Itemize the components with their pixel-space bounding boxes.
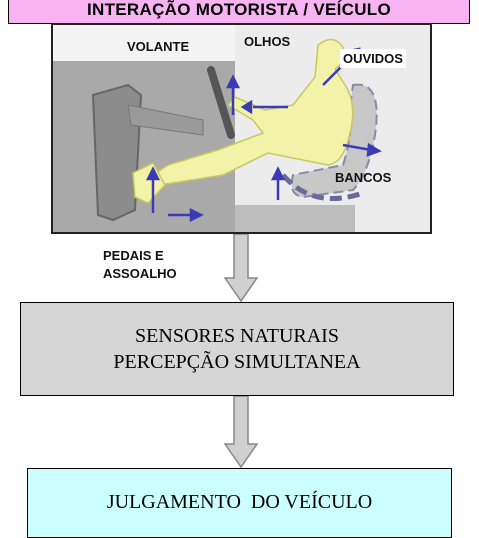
driver-vehicle-illustration: VOLANTE OLHOS OUVIDOS BANCOS bbox=[51, 23, 432, 234]
dashboard-frame bbox=[91, 83, 143, 222]
pedals-floor-label: PEDAIS E ASSOALHO bbox=[103, 247, 177, 283]
steering-column bbox=[127, 104, 204, 136]
sensors-line1: SENSORES NATURAIS bbox=[135, 325, 339, 347]
label-volante: VOLANTE bbox=[127, 39, 190, 54]
down-arrow-1 bbox=[224, 234, 258, 302]
label-olhos: OLHOS bbox=[244, 34, 291, 49]
floor bbox=[235, 205, 355, 232]
label-ouvidos: OUVIDOS bbox=[340, 49, 406, 68]
seat-cushion-outline bbox=[281, 173, 364, 202]
label-bancos: BANCOS bbox=[335, 170, 392, 185]
judgement-line1: JULGAMENTO DO VEÍCULO bbox=[106, 491, 373, 513]
steering-wheel bbox=[207, 66, 235, 139]
driver-figure bbox=[152, 38, 354, 186]
down-arrow-2 bbox=[224, 396, 258, 468]
title-text: INTERAÇÃO MOTORISTA / VEÍCULO bbox=[87, 0, 391, 19]
driver-foot bbox=[132, 162, 166, 204]
pedals-label-line2: ASSOALHO bbox=[103, 266, 177, 281]
sensors-box: SENSORES NATURAIS PERCEPÇÃO SIMULTANEA bbox=[20, 302, 454, 396]
seat bbox=[290, 83, 378, 199]
judgement-box: JULGAMENTO DO VEÍCULO bbox=[27, 468, 452, 538]
sensors-line2: PERCEPÇÃO SIMULTANEA bbox=[113, 351, 361, 373]
pedals-label-line1: PEDAIS E bbox=[103, 248, 164, 263]
cockpit-shade bbox=[53, 61, 235, 232]
title-box: INTERAÇÃO MOTORISTA / VEÍCULO bbox=[8, 0, 470, 24]
